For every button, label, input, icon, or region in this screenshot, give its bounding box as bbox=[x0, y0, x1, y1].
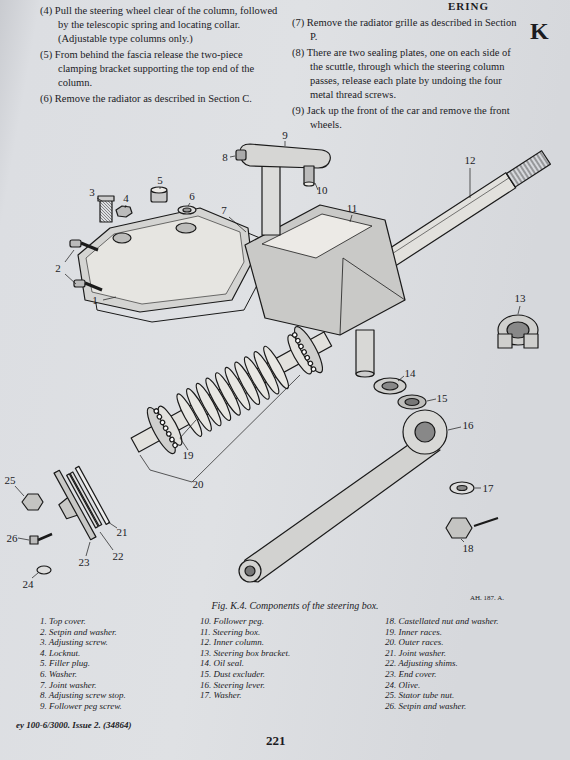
callout-number: 20 bbox=[193, 479, 204, 490]
callout-number: 2 bbox=[55, 263, 61, 274]
legend-entry: 13. Steering box bracket. bbox=[200, 648, 290, 658]
legend-entry: 9. Follower peg screw. bbox=[40, 701, 122, 711]
callout-number: 1 bbox=[92, 295, 98, 306]
legend-entry: 15. Dust excluder. bbox=[200, 669, 265, 679]
running-header: ERING bbox=[448, 0, 489, 12]
legend-entry: 4. Locknut. bbox=[40, 648, 80, 658]
callout-number: 17 bbox=[483, 483, 494, 494]
callout-number: 16 bbox=[463, 420, 474, 431]
callout-number: 7 bbox=[221, 205, 227, 216]
instruction-paragraph: (6) Remove the radiator as described in … bbox=[40, 92, 282, 106]
legend-entry: 17. Washer. bbox=[200, 690, 241, 700]
legend-entry: 20. Outer races. bbox=[385, 637, 444, 647]
callout-number: 3 bbox=[89, 187, 95, 198]
legend-entry: 16. Steering lever. bbox=[200, 680, 265, 690]
callout-number: 9 bbox=[282, 130, 288, 141]
callout-number: 18 bbox=[463, 543, 474, 554]
legend-entry: 1. Top cover. bbox=[40, 616, 86, 626]
legend-entry: 3. Adjusting screw. bbox=[40, 637, 108, 647]
legend-entry: 12. Inner column. bbox=[200, 637, 264, 647]
callout-number: 22 bbox=[113, 551, 124, 562]
callout-number: 11 bbox=[347, 203, 358, 214]
callout-number: 12 bbox=[465, 155, 476, 166]
instruction-paragraph: (7) Remove the radiator grille as descri… bbox=[292, 16, 520, 44]
instruction-paragraph: (8) There are two sealing plates, one on… bbox=[292, 46, 520, 102]
legend-entry: 23. End cover. bbox=[385, 669, 437, 679]
legend-entry: 24. Olive. bbox=[385, 680, 420, 690]
callout-number: 4 bbox=[123, 193, 129, 204]
callout-number: 13 bbox=[515, 293, 526, 304]
drawing-reference: AH. 187. A. bbox=[470, 594, 504, 602]
figure-caption: Fig. K.4. Components of the steering box… bbox=[130, 600, 460, 611]
instruction-paragraph: (9) Jack up the front of the car and rem… bbox=[292, 104, 520, 132]
legend-entry: 2. Setpin and washer. bbox=[40, 627, 117, 637]
legend-entry: 18. Castellated nut and washer. bbox=[385, 616, 499, 626]
legend-entry: 10. Follower peg. bbox=[200, 616, 264, 626]
instruction-paragraph: (5) From behind the fascia release the t… bbox=[40, 48, 282, 90]
page-number: 221 bbox=[266, 733, 286, 749]
page-footer: ey 100-6/3000. Issue 2. (34864) bbox=[16, 720, 132, 730]
callout-number: 8 bbox=[222, 152, 228, 163]
callout-number: 23 bbox=[79, 557, 90, 568]
callout-number: 14 bbox=[405, 368, 416, 379]
legend-entry: 14. Oil seal. bbox=[200, 658, 244, 668]
legend-entry: 8. Adjusting screw stop. bbox=[40, 690, 126, 700]
section-letter: K bbox=[530, 18, 549, 45]
callout-number: 10 bbox=[317, 185, 328, 196]
callout-number: 21 bbox=[117, 527, 128, 538]
callout-number: 24 bbox=[23, 579, 34, 590]
callout-number: 26 bbox=[7, 533, 18, 544]
callout-number: 5 bbox=[157, 175, 163, 186]
legend-entry: 5. Filler plug. bbox=[40, 658, 90, 668]
legend-entry: 7. Joint washer. bbox=[40, 680, 97, 690]
legend-entry: 25. Stator tube nut. bbox=[385, 690, 454, 700]
legend-entry: 21. Joint washer. bbox=[385, 648, 446, 658]
callout-number: 6 bbox=[189, 191, 195, 202]
callout-number: 19 bbox=[183, 450, 194, 461]
instruction-paragraph: (4) Pull the steering wheel clear of the… bbox=[40, 4, 282, 46]
legend-entry: 26. Setpin and washer. bbox=[385, 701, 466, 711]
callout-number: 25 bbox=[5, 475, 16, 486]
legend-entry: 6. Washer. bbox=[40, 669, 77, 679]
legend-entry: 19. Inner races. bbox=[385, 627, 442, 637]
legend-entry: 11. Steering box. bbox=[200, 627, 260, 637]
callout-number: 15 bbox=[437, 393, 448, 404]
legend-entry: 22. Adjusting shims. bbox=[385, 658, 458, 668]
